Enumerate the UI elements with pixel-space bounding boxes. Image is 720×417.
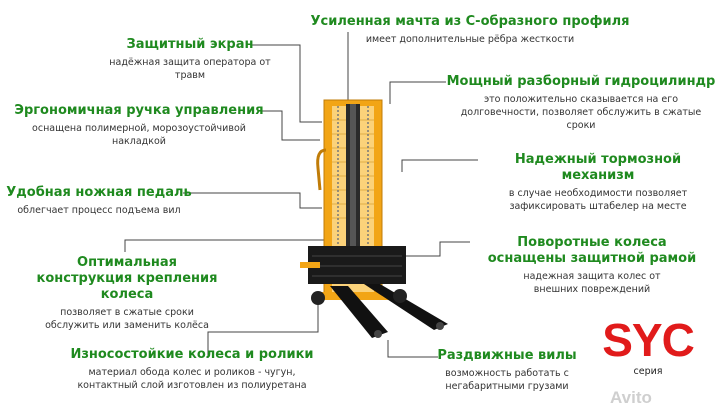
callout-title: Оптимальная конструкция крепления колеса [36, 255, 218, 302]
callout-title: Защитный экран [126, 37, 254, 52]
leader-guard [252, 44, 322, 123]
callout-desc: это положительно сказывается на его долг… [460, 94, 702, 131]
callout-mount: Оптимальная конструкция крепления колеса… [22, 255, 232, 332]
leader-handle [258, 110, 320, 141]
chains [337, 106, 369, 250]
callout-swivel: Поворотные колеса оснащены защитной рамо… [470, 235, 715, 296]
callout-desc: оснащена полимерной, морозоустойчивой на… [32, 123, 246, 147]
callout-desc: позволяет в сжатые сроки обслужить или з… [45, 307, 209, 331]
fork-left [330, 286, 388, 338]
callout-title: Раздвижные вилы [437, 348, 577, 363]
leader-cylinder [389, 81, 446, 104]
watermark: Avito [610, 388, 652, 407]
brand-caption: серия [633, 366, 663, 377]
callout-desc: облегчает процесс подъема вил [17, 205, 181, 216]
leader-lines [124, 32, 478, 358]
fork-roller-right [436, 322, 444, 330]
brand-badge: SYC серия [600, 316, 696, 377]
leader-pedal [183, 192, 322, 209]
callout-desc: возможность работать с негабаритными гру… [445, 368, 569, 392]
swivel-wheel-left [311, 291, 325, 305]
callout-title: Усиленная мачта из С-образного профиля [310, 14, 630, 29]
carriage-bars [312, 255, 402, 277]
callout-pedal: Удобная ножная педаль облегчает процесс … [4, 185, 194, 217]
swivel-wheel-right [393, 289, 407, 303]
callout-desc: материал обода колес и роликов - чугун, … [77, 367, 307, 391]
callout-title: Износостойкие колеса и ролики [70, 347, 314, 362]
leader-forks [387, 340, 438, 358]
cylinder-rod [350, 104, 356, 276]
callout-mast: Усиленная мачта из С-образного профиля и… [300, 14, 640, 46]
carriage [308, 246, 406, 284]
foot-pedal [300, 262, 320, 268]
callout-wheels: Износостойкие колеса и ролики материал о… [62, 347, 322, 392]
callout-cylinder: Мощный разборный гидроцилиндр это положи… [446, 74, 716, 132]
fork-roller-left [374, 330, 382, 338]
callout-desc: надёжная защита оператора от травм [109, 57, 271, 81]
callout-desc: в случае необходимости позволяет зафикси… [508, 188, 688, 212]
callout-title: Надежный тормозной механизм [514, 152, 682, 183]
leader-brake [401, 159, 478, 172]
leader-swivel [404, 241, 470, 257]
callout-title: Мощный разборный гидроцилиндр [446, 74, 716, 89]
callout-guard: Защитный экран надёжная защита оператора… [95, 37, 285, 82]
callout-handle: Эргономичная ручка управления оснащена п… [14, 103, 264, 148]
control-handle [316, 148, 327, 191]
callout-desc: имеет дополнительные рёбра жесткости [365, 34, 575, 45]
callout-brake: Надежный тормозной механизм в случае нео… [478, 152, 718, 213]
callout-title: Удобная ножная педаль [6, 185, 192, 200]
leader-wheels [207, 296, 319, 358]
callout-title: Поворотные колеса оснащены защитной рамо… [487, 235, 697, 266]
callout-desc: надежная защита колес от внешних поврежд… [523, 271, 661, 295]
brand-name: SYC [602, 314, 695, 366]
callout-forks: Раздвижные вилы возможность работать с н… [422, 348, 592, 393]
callout-title: Эргономичная ручка управления [14, 103, 264, 118]
fork-right [364, 284, 448, 330]
